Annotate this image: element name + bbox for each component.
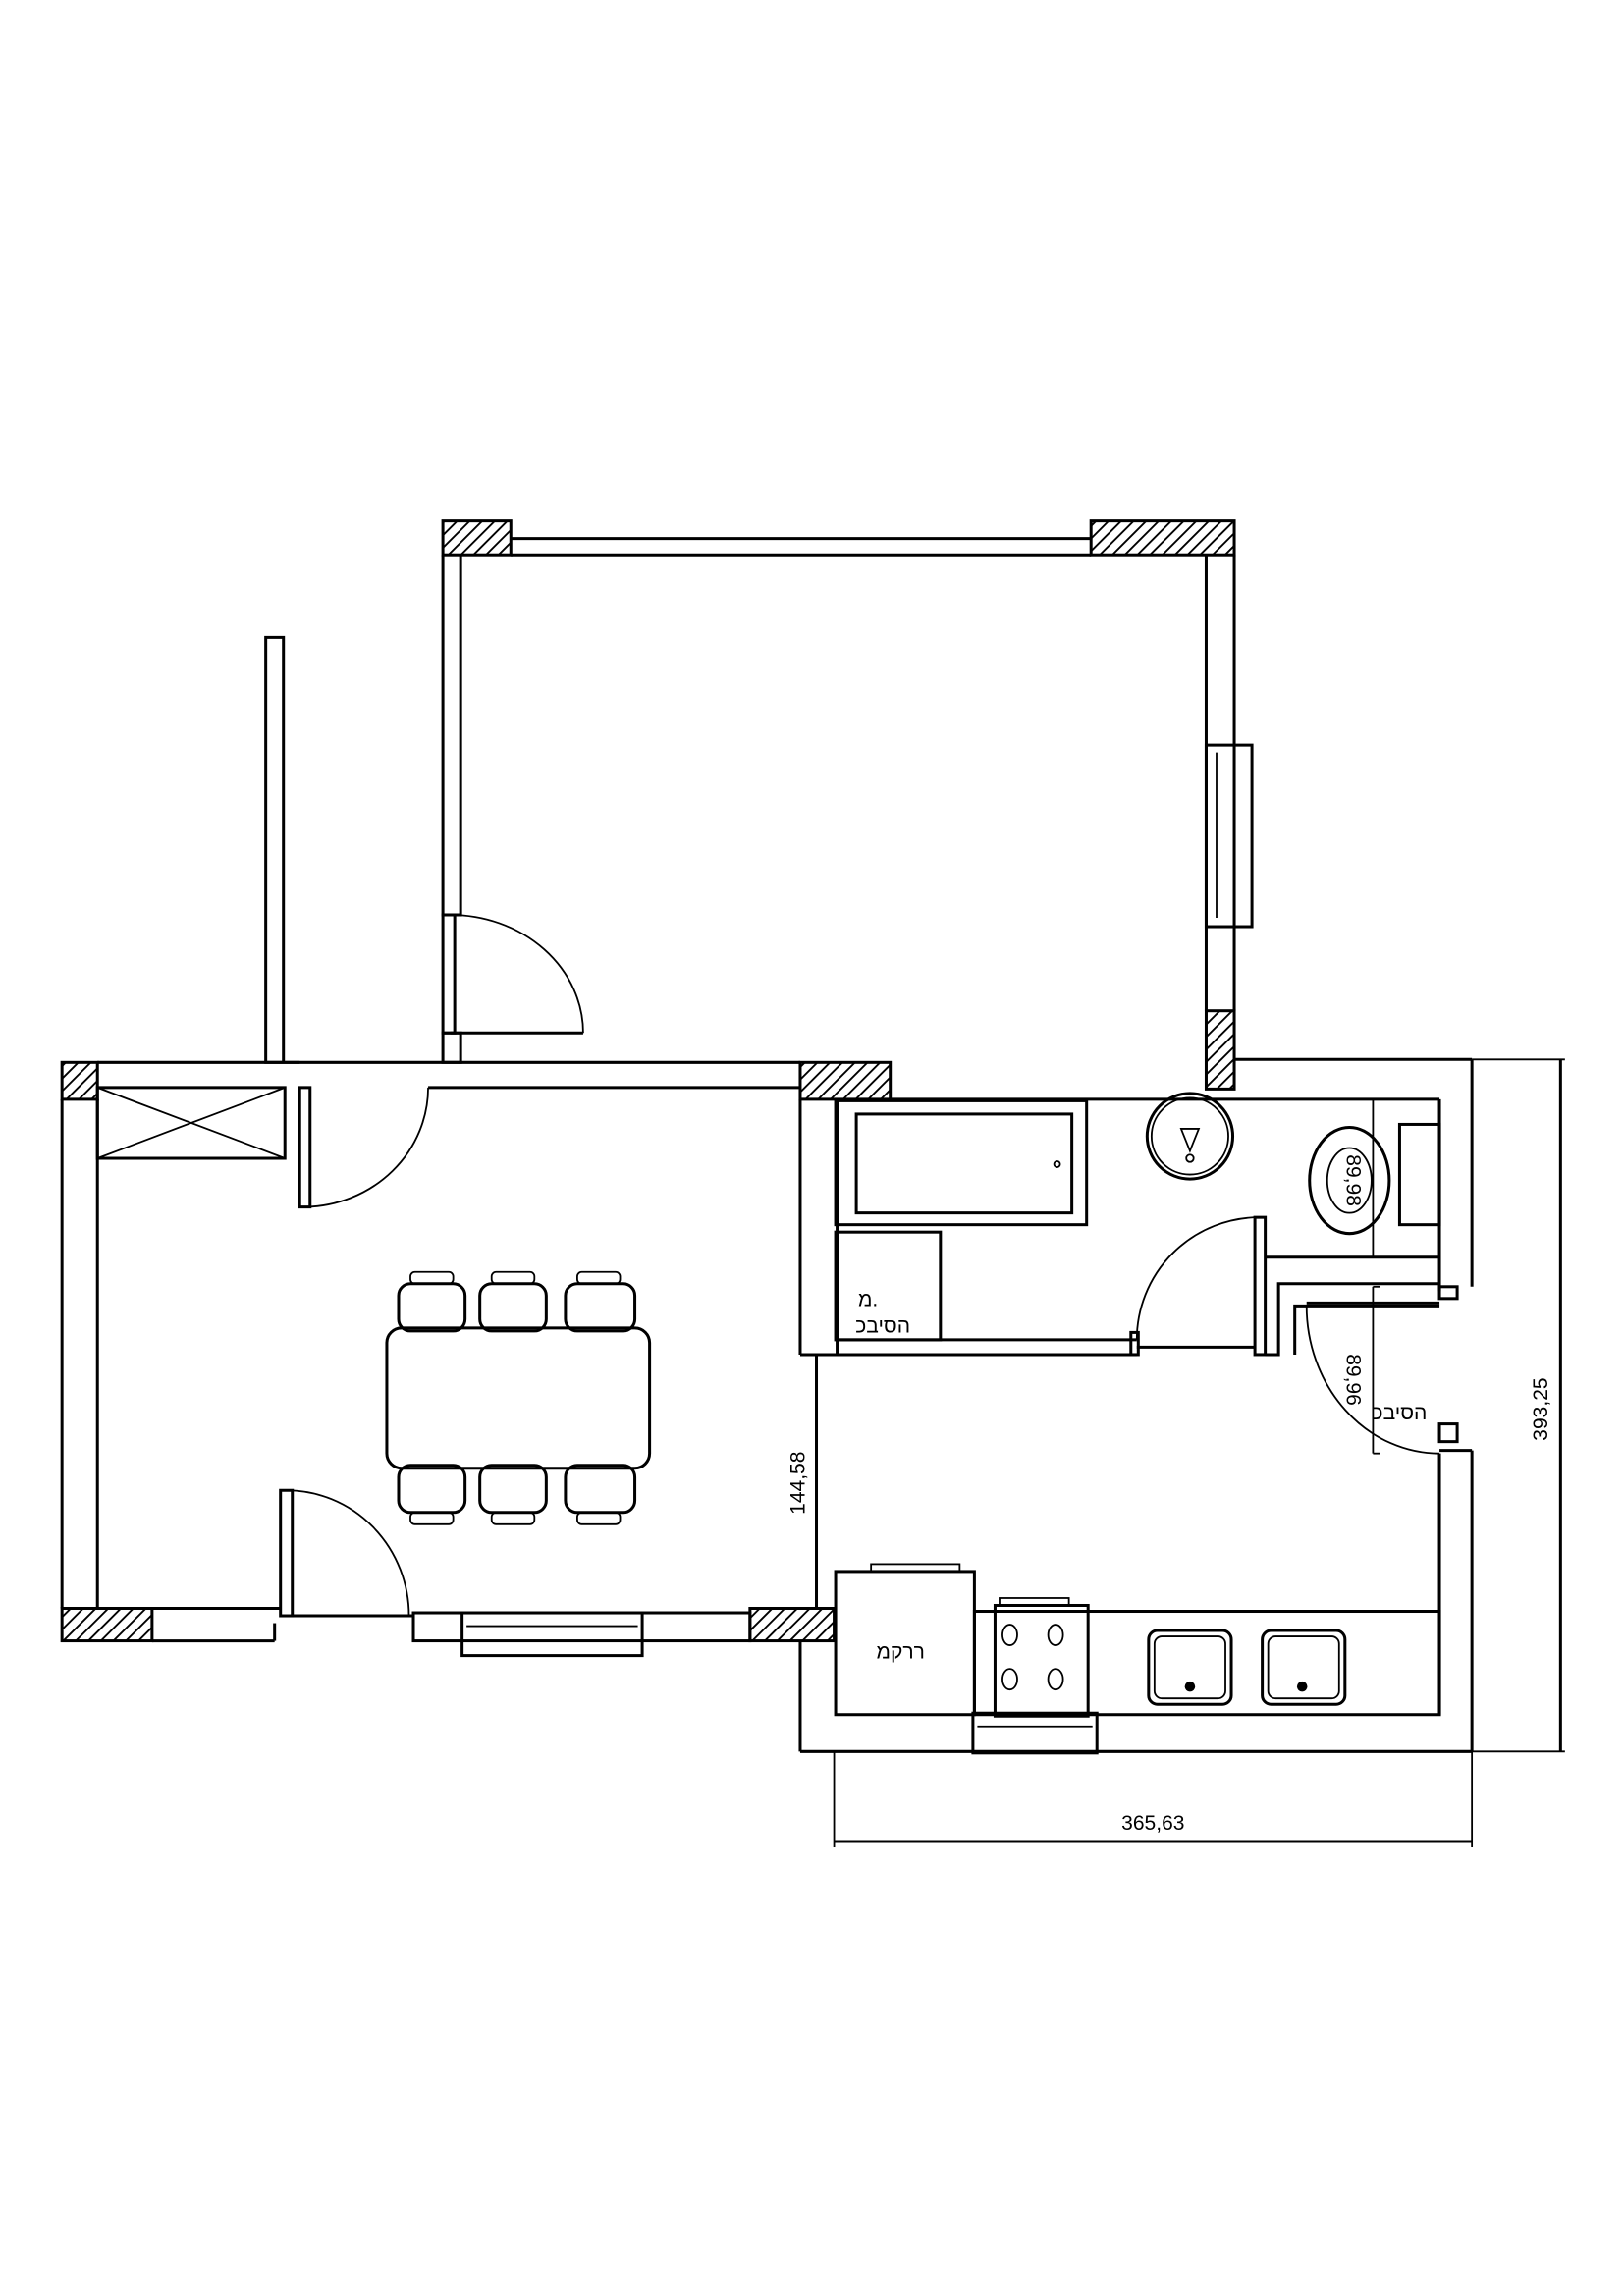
door [441, 913, 584, 1064]
laundry-closet-label: הסיבכ [1373, 1402, 1428, 1424]
door-top [298, 1086, 429, 1209]
dimension-label: 144,58 [786, 1452, 809, 1515]
window [1204, 743, 1254, 929]
washing-machine-label-line2: הסיבכ [855, 1314, 910, 1337]
double-sink [1147, 1629, 1347, 1706]
fridge-label: ררקמ [877, 1641, 925, 1664]
dimension-kitchen-depth: 144,58 [786, 1452, 809, 1515]
storage-box [95, 1060, 300, 1160]
bathtub [834, 1098, 1089, 1227]
chair [564, 1464, 637, 1525]
bathroom-door [1129, 1215, 1268, 1357]
dimension-total-height: 393,25 [1472, 1058, 1565, 1753]
column [60, 1606, 154, 1643]
washing-machine: מ. הסיבכ [834, 1230, 943, 1342]
chair [397, 1464, 467, 1525]
dining-table [385, 1270, 652, 1525]
upper-room [441, 519, 1254, 1091]
chair [478, 1464, 548, 1525]
toilet [1308, 1122, 1441, 1236]
dimension-label: 393,25 [1530, 1377, 1552, 1440]
dimension-laundry-width: 89,96 [1341, 1285, 1380, 1455]
door-bottom [279, 1488, 414, 1618]
stove [971, 1597, 1099, 1755]
dimension-kitchen-width: 365,63 [833, 1751, 1474, 1848]
column [441, 519, 513, 557]
column [60, 1060, 99, 1101]
dimension-label: 89,96 [1341, 1354, 1364, 1406]
washing-machine-label-line1: מ. [858, 1288, 878, 1310]
dimension-toilet-width: 89,98 [1341, 1098, 1375, 1257]
fridge: ררקמ [834, 1563, 976, 1717]
kitchen: ררקמ [798, 1354, 1474, 1755]
bathroom: מ. הסיבכ הסיבכ [798, 1057, 1474, 1455]
railing [264, 635, 286, 1064]
sink [1145, 1092, 1235, 1181]
window-bottom [411, 1611, 752, 1658]
chair [564, 1270, 637, 1333]
chair [397, 1270, 467, 1333]
column [798, 1060, 893, 1101]
laundry-closet-door: הסיבכ [1305, 1285, 1459, 1455]
chair [478, 1270, 548, 1333]
dimension-label: 89,98 [1341, 1154, 1364, 1206]
dining-room [60, 1060, 893, 1658]
dimension-label: 365,63 [1121, 1812, 1184, 1835]
column [1204, 1009, 1236, 1091]
column [748, 1606, 837, 1643]
column [1089, 519, 1236, 557]
